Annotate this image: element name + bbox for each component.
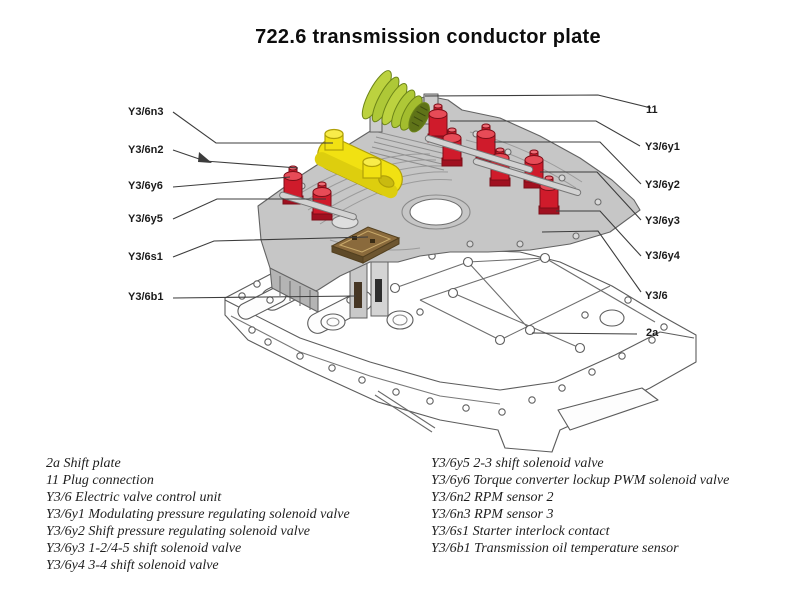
rpm-sensor-illustration [314, 128, 403, 199]
legend-item: Y3/6b1 Transmission oil temperature sens… [431, 541, 679, 556]
callout-11: 11 [646, 104, 658, 116]
callout-y3-6y4: Y3/6y4 [645, 250, 680, 262]
legend-item: 2a Shift plate [46, 456, 121, 471]
legend-item: Y3/6y6 Torque converter lockup PWM solen… [431, 473, 730, 488]
callout-2a: 2a [646, 327, 659, 339]
legend-item: Y3/6s1 Starter interlock contact [431, 524, 610, 539]
solenoid-valves-illustration [279, 103, 582, 221]
callout-y3-6b1: Y3/6b1 [128, 291, 164, 303]
callout-y3-6: Y3/6 [645, 290, 668, 302]
legend-item: Y3/6n3 RPM sensor 3 [431, 507, 554, 522]
callout-y3-6y6: Y3/6y6 [128, 180, 163, 192]
legend-item: Y3/6y4 3-4 shift solenoid valve [46, 558, 219, 573]
legend-item: Y3/6y3 1-2/4-5 shift solenoid valve [46, 541, 242, 556]
legend-column-right: Y3/6y5 2-3 shift solenoid valve Y3/6y6 T… [431, 455, 729, 557]
page-title: 722.6 transmission conductor plate [255, 26, 601, 48]
interlock-contact-illustration [330, 226, 401, 264]
arrowhead-icon [198, 152, 212, 163]
legend-item: 11 Plug connection [46, 473, 154, 488]
legend-item: Y3/6 Electric valve control unit [46, 490, 222, 505]
callout-y3-6y5: Y3/6y5 [128, 213, 163, 225]
callout-y3-6n3: Y3/6n3 [128, 106, 164, 118]
legend-item: Y3/6y5 2-3 shift solenoid valve [431, 456, 604, 471]
leader-lines [172, 94, 652, 335]
callout-y3-6y3: Y3/6y3 [645, 215, 680, 227]
legend-item: Y3/6y2 Shift pressure regulating solenoi… [46, 524, 311, 539]
legend-column-left: 2a Shift plate 11 Plug connection Y3/6 E… [46, 455, 350, 574]
legend-item: Y3/6n2 RPM sensor 2 [431, 490, 554, 505]
callout-y3-6n2: Y3/6n2 [128, 144, 164, 156]
callout-y3-6y2: Y3/6y2 [645, 179, 680, 191]
plug-connector-illustration [361, 70, 431, 133]
callout-y3-6s1: Y3/6s1 [128, 251, 163, 263]
legend-item: Y3/6y1 Modulating pressure regulating so… [46, 507, 350, 522]
callout-y3-6y1: Y3/6y1 [645, 141, 680, 153]
